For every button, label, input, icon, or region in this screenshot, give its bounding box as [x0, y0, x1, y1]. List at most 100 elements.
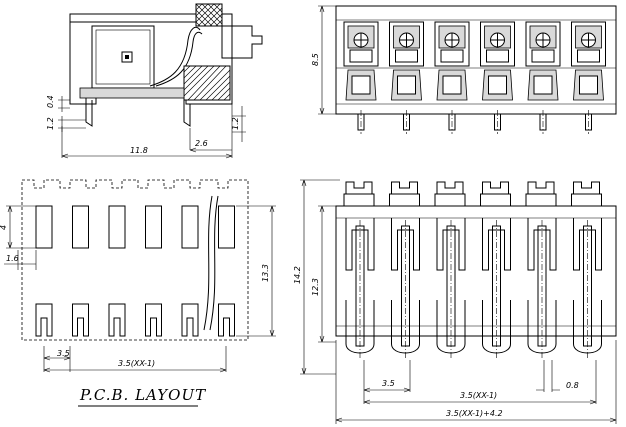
side-pin-left: [85, 98, 93, 127]
top-cell-upper: [573, 218, 602, 271]
front-screw-slot: [490, 33, 505, 47]
pcb-pad-bottom: [108, 303, 126, 337]
pcb-pad-top: [218, 205, 235, 249]
pcb-dim-4-lines: [6, 205, 36, 249]
top-housing-outline: [335, 205, 617, 337]
front-pole-frame: [389, 21, 424, 67]
front-wire-hole: [442, 75, 462, 95]
side-lever: [221, 25, 263, 59]
side-spring-inner: [155, 31, 203, 87]
front-wire-hole: [579, 75, 598, 95]
front-wire-hole: [488, 75, 507, 95]
pcb-pad-bottom: [145, 303, 162, 337]
top-cell-upper: [345, 218, 375, 271]
front-pole-slot: [577, 49, 600, 63]
front-poles: [343, 21, 606, 134]
front-screw-slot: [581, 33, 596, 47]
top-view: 14.2 12.3 3.5 0.8 3.5(XX-1) 3.5(XX-1)+4.…: [293, 179, 617, 424]
pcb-pad-bottom: [218, 303, 235, 337]
top-cell-tab: [527, 181, 555, 195]
top-cell-tab: [573, 181, 600, 195]
top-cell-tab: [345, 181, 373, 195]
side-lower-hatch-lines: [183, 65, 231, 101]
dim-13-3: 13.3: [261, 264, 270, 282]
dim-1-6: 1.6: [6, 254, 19, 263]
front-pole-frame: [571, 21, 606, 67]
dim-14-2: 14.2: [293, 266, 302, 284]
side-view: 0.4 1.2 2.6 11.8 1.2: [46, 3, 263, 159]
front-screw-slot: [354, 33, 368, 47]
pcb-break-line-2: [209, 195, 219, 331]
front-housing-outline: [335, 5, 617, 115]
front-pole-slot: [531, 49, 555, 63]
side-window: [121, 51, 133, 63]
front-wire-hole: [533, 75, 553, 95]
dim-11-8: 11.8: [130, 146, 148, 155]
dim-overall: 3.5(XX-1)+4.2: [446, 409, 503, 418]
top-cell-cap: [343, 193, 375, 207]
dim-2-6: 2.6: [195, 139, 208, 148]
dim-4: 4: [0, 225, 8, 230]
top-dim-12-3-lines: [318, 205, 336, 343]
dim-pitch-top: 3.5(XX-1): [460, 391, 497, 400]
top-cell-cap: [525, 193, 557, 207]
pcb-layout-title: P.C.B. LAYOUT: [79, 386, 206, 404]
top-cell-tab: [482, 181, 509, 195]
dim-1-2-left: 1.2: [46, 117, 55, 130]
top-cell-upper: [391, 218, 420, 271]
side-lower-hatch: [183, 65, 231, 101]
pcb-pad-top: [72, 205, 89, 249]
front-view: 8.5: [311, 5, 617, 134]
pcb-pad-top: [35, 205, 53, 249]
side-bottom-dim-lines: [61, 104, 233, 159]
top-cell-upper: [482, 218, 511, 271]
dim-12-3: 12.3: [311, 278, 320, 296]
pcb-dim-13-3-lines: [236, 205, 276, 337]
top-pitch-dim-lines: [363, 360, 597, 405]
front-screw-slot: [536, 33, 550, 47]
top-cell-cap: [571, 193, 602, 207]
dim-3-5-top: 3.5: [382, 379, 395, 388]
side-chamber-inner: [95, 29, 151, 85]
front-height-dim-lines: [318, 5, 336, 115]
side-top-bar: [69, 13, 197, 23]
pcb-pitch-dim-lines: [43, 346, 227, 373]
pcb-pad-top: [181, 205, 199, 249]
side-pin-right: [183, 100, 191, 127]
side-spring-outer: [149, 26, 201, 87]
dim-8-5: 8.5: [311, 53, 320, 66]
front-pole-slot: [349, 49, 373, 63]
front-wire-hole: [351, 75, 371, 95]
top-overall-dim-lines: [335, 340, 617, 424]
front-screw-slot: [445, 33, 459, 47]
side-left-dim-lines: [58, 96, 86, 132]
top-dim-3-5-lines: [363, 360, 411, 404]
front-pole-frame: [343, 21, 379, 67]
pcb-pads: [35, 205, 235, 337]
front-pole-frame: [434, 21, 470, 67]
front-screw-slot: [399, 33, 414, 47]
top-cell-cap: [480, 193, 511, 207]
pcb-dim-1-6-lines: [4, 250, 37, 270]
front-wire-hole: [397, 75, 416, 95]
pcb-pad-bottom: [181, 303, 199, 337]
top-cell-cap: [389, 193, 420, 207]
pcb-dim-3-5-lines: [43, 346, 71, 372]
dim-1-2-right: 1.2: [231, 117, 240, 130]
top-cells: [343, 181, 602, 360]
pcb-break-line-1: [203, 195, 213, 331]
pcb-pad-bottom: [35, 303, 53, 337]
top-dim-0-8-lines: [536, 360, 560, 392]
front-pole-slot: [395, 49, 418, 63]
side-window-dot: [125, 55, 129, 59]
front-pole-slot: [486, 49, 509, 63]
pcb-outline: [21, 179, 249, 341]
dim-pitch-pcb: 3.5(XX-1): [118, 359, 155, 368]
pcb-layout: 4 1.6 3.5 3.5(XX-1) 13.3 P.C.B. LAYOUT: [0, 179, 276, 407]
top-cell-tab: [391, 181, 418, 195]
side-hatch-lines: [195, 3, 223, 27]
top-cell-upper: [436, 218, 466, 271]
side-base-plate: [79, 87, 185, 99]
dim-0-4: 0.4: [46, 95, 55, 108]
